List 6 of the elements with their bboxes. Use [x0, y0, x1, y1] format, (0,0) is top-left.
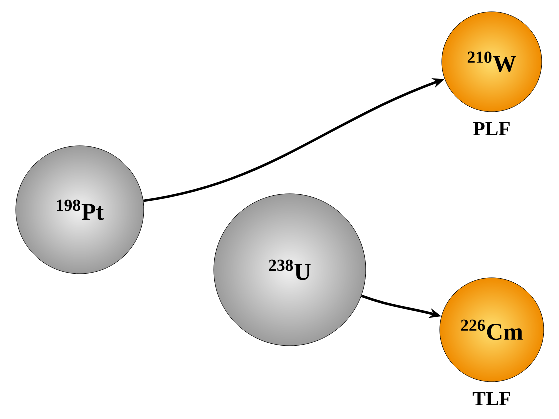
fragment-label: PLF: [474, 122, 510, 136]
nucleus-ball: $^{238}$U: [214, 194, 366, 346]
nucleus-ball: $^{226}$Cm: [440, 278, 544, 382]
nucleus-ball: $^{198}$Pt: [16, 146, 144, 274]
fragment-label: TLF: [472, 392, 510, 406]
nucleus-ball: $^{210}$W: [442, 12, 542, 112]
